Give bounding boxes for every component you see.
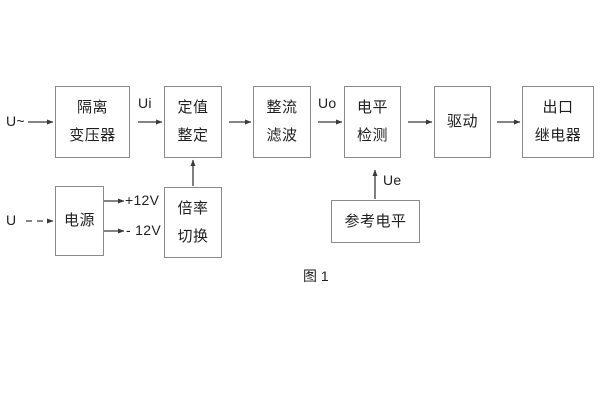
block-reference-level[interactable]: 参考电平 [331, 200, 420, 243]
block-isolation-transformer-line2: 变压器 [69, 127, 116, 144]
block-output-relay[interactable]: 出口 继电器 [522, 86, 594, 158]
block-level-detect-line2: 检测 [356, 127, 388, 144]
block-isolation-transformer-line1: 隔离 [76, 99, 108, 117]
block-reference-level-line1: 参考电平 [344, 212, 407, 230]
label-input-dc: U [6, 212, 17, 228]
block-rectify-filter-line1: 整流 [266, 99, 298, 117]
block-drive-line1: 驱动 [446, 113, 478, 131]
block-output-relay-line2: 继电器 [534, 127, 582, 144]
block-drive[interactable]: 驱动 [434, 86, 491, 158]
block-multiplier-switch-line2: 切换 [177, 227, 209, 245]
block-isolation-transformer[interactable]: 隔离 变压器 [55, 86, 130, 158]
block-rectify-filter-line2: 滤波 [266, 127, 298, 144]
block-level-detect[interactable]: 电平 检测 [344, 86, 401, 158]
figure-caption: 图 1 [303, 268, 329, 284]
block-setpoint-setting-line2: 整定 [177, 127, 209, 144]
label-rail-positive: +12V [125, 192, 160, 208]
label-rail-negative: - 12V [126, 222, 161, 238]
block-setpoint-setting[interactable]: 定值 整定 [164, 86, 222, 158]
label-ui: Ui [138, 95, 152, 111]
label-input-ac: U~ [6, 113, 25, 129]
block-multiplier-switch-line1: 倍率 [177, 199, 209, 217]
block-level-detect-line1: 电平 [356, 99, 388, 117]
block-power-supply[interactable]: 电源 [55, 186, 104, 256]
block-output-relay-line1: 出口 [542, 99, 574, 117]
label-ue: Ue [383, 172, 402, 188]
block-power-supply-line1: 电源 [63, 212, 95, 230]
label-uo: Uo [318, 95, 337, 111]
block-setpoint-setting-line1: 定值 [177, 99, 209, 117]
block-multiplier-switch[interactable]: 倍率 切换 [164, 187, 222, 258]
block-rectify-filter[interactable]: 整流 滤波 [253, 86, 311, 158]
